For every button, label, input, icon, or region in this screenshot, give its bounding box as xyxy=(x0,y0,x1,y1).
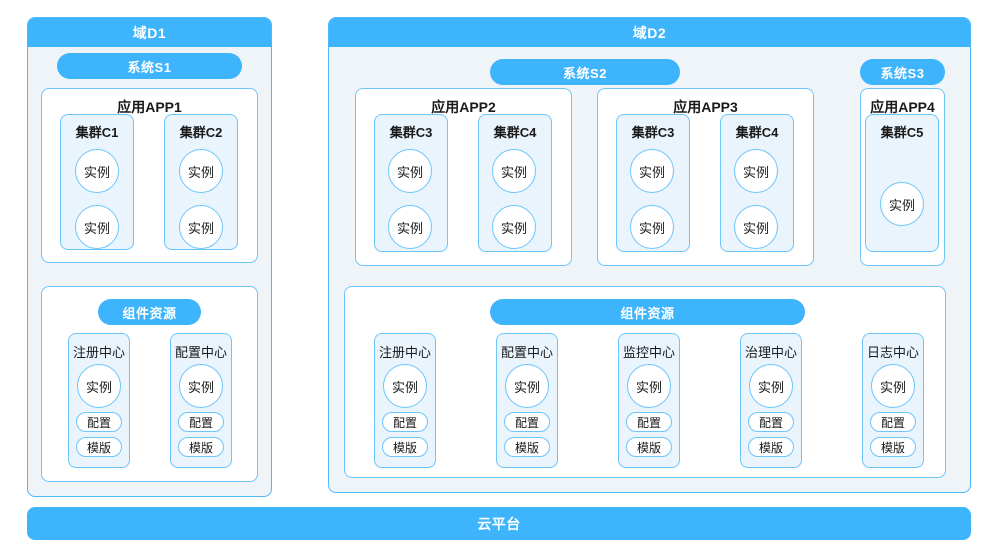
component-title: 监控中心 xyxy=(622,344,675,360)
instance-circle: 实例 xyxy=(492,205,536,249)
system-pill-s2: 系统S2 xyxy=(490,59,680,85)
instance-circle: 实例 xyxy=(383,364,427,408)
system-pill-s1: 系统S1 xyxy=(57,53,242,79)
system-pill-s3: 系统S3 xyxy=(860,59,945,85)
component-title: 配置中心 xyxy=(174,344,227,360)
cluster-title: 集群C4 xyxy=(493,124,537,140)
config-tag: 配置 xyxy=(626,412,672,432)
template-tag: 模版 xyxy=(870,437,916,457)
app-title-app3: 应用APP3 xyxy=(673,99,738,115)
instance-circle: 实例 xyxy=(734,149,778,193)
domain-title-d1: 域D1 xyxy=(28,18,271,47)
cluster-title-c2: 集群C2 xyxy=(179,124,223,140)
instance-circle: 实例 xyxy=(179,364,223,408)
config-tag: 配置 xyxy=(382,412,428,432)
instance-circle: 实例 xyxy=(871,364,915,408)
template-tag: 模版 xyxy=(76,437,122,457)
component-title: 注册中心 xyxy=(72,344,125,360)
instance-circle: 实例 xyxy=(630,205,674,249)
instance-circle: 实例 xyxy=(749,364,793,408)
template-tag: 模版 xyxy=(178,437,224,457)
instance-circle: 实例 xyxy=(505,364,549,408)
instance-circle: 实例 xyxy=(388,205,432,249)
app-title-app2: 应用APP2 xyxy=(431,99,496,115)
instance-circle: 实例 xyxy=(630,149,674,193)
cluster-title: 集群C4 xyxy=(735,124,779,140)
resources-pill-d1: 组件资源 xyxy=(98,299,201,325)
instance-circle: 实例 xyxy=(179,149,223,193)
template-tag: 模版 xyxy=(382,437,428,457)
app-title-app1: 应用APP1 xyxy=(117,99,182,115)
config-tag: 配置 xyxy=(76,412,122,432)
cluster-title: 集群C3 xyxy=(631,124,675,140)
instance-circle: 实例 xyxy=(627,364,671,408)
component-title: 治理中心 xyxy=(744,344,797,360)
config-tag: 配置 xyxy=(870,412,916,432)
component-title: 配置中心 xyxy=(500,344,553,360)
instance-circle: 实例 xyxy=(388,149,432,193)
component-title: 注册中心 xyxy=(378,344,431,360)
config-tag: 配置 xyxy=(178,412,224,432)
component-title: 日志中心 xyxy=(866,344,919,360)
resources-pill-d2: 组件资源 xyxy=(490,299,805,325)
instance-circle: 实例 xyxy=(77,364,121,408)
template-tag: 模版 xyxy=(748,437,794,457)
config-tag: 配置 xyxy=(748,412,794,432)
cluster-title: 集群C3 xyxy=(389,124,433,140)
cluster-title-c1: 集群C1 xyxy=(75,124,119,140)
instance-circle: 实例 xyxy=(880,182,924,226)
domain-title-d2: 域D2 xyxy=(329,18,970,47)
config-tag: 配置 xyxy=(504,412,550,432)
cloud-platform-bar: 云平台 xyxy=(27,507,971,540)
cluster-title: 集群C5 xyxy=(880,124,924,140)
instance-circle: 实例 xyxy=(75,205,119,249)
template-tag: 模版 xyxy=(626,437,672,457)
template-tag: 模版 xyxy=(504,437,550,457)
instance-circle: 实例 xyxy=(734,205,778,249)
instance-circle: 实例 xyxy=(179,205,223,249)
app-title-app4: 应用APP4 xyxy=(870,99,935,115)
instance-circle: 实例 xyxy=(75,149,119,193)
instance-circle: 实例 xyxy=(492,149,536,193)
